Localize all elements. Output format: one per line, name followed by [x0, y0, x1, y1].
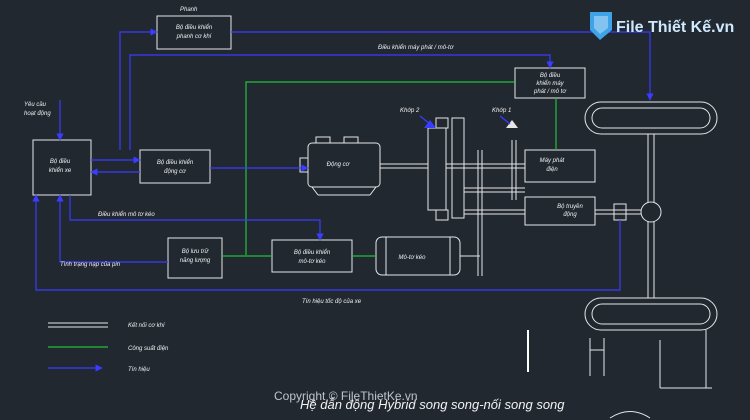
clutch-1-label: Khớp 1	[492, 108, 511, 114]
electric-power-lines	[222, 81, 557, 257]
svg-text:điện: điện	[546, 167, 558, 173]
svg-text:Mô-tơ kéo: Mô-tơ kéo	[399, 255, 427, 261]
drive-axle	[595, 134, 662, 298]
svg-text:động: động	[563, 212, 577, 218]
svg-text:khiển máy: khiển máy	[536, 80, 564, 87]
motor-controller-block: Bộ điều khiển mô-tơ kéo	[271, 239, 353, 273]
legend-mech-label: Kết nối cơ khí	[128, 322, 166, 329]
motor-control-line-label: Điều khiển mô tơ kéo	[98, 211, 155, 218]
svg-text:Bộ truyền: Bộ truyền	[557, 204, 583, 210]
clutch-2-label: Khớp 2	[400, 108, 420, 114]
svg-text:Máy phát: Máy phát	[540, 158, 565, 164]
rear-wheel	[584, 297, 718, 331]
svg-text:Bộ điều: Bộ điều	[50, 159, 71, 165]
svg-text:Bộ lưu trữ: Bộ lưu trữ	[182, 249, 210, 255]
partial-drawing-fragment	[527, 330, 712, 419]
legend-signal-label: Tín hiệu	[128, 367, 150, 373]
svg-text:mô-tơ kéo: mô-tơ kéo	[299, 259, 327, 265]
gearbox-assembly	[380, 117, 525, 276]
front-wheel	[584, 101, 718, 135]
svg-text:Bộ điều khiển: Bộ điều khiển	[176, 24, 213, 31]
traction-motor-block: Mô-tơ kéo	[375, 236, 480, 276]
clutch-2-symbol	[419, 115, 436, 128]
diagram-caption: Hệ dẫn động Hybrid song song-nối song so…	[300, 397, 565, 412]
svg-text:Động cơ: Động cơ	[327, 162, 351, 168]
svg-text:Bộ điều khiển: Bộ điều khiển	[157, 159, 194, 166]
brake-label: Phanh	[180, 7, 198, 13]
engine-controller-block: Bộ điều khiển động cơ	[139, 149, 211, 184]
svg-text:năng lượng: năng lượng	[180, 258, 211, 264]
engine-block: Động cơ	[299, 136, 381, 196]
svg-text:Bộ điều: Bộ điều	[540, 73, 561, 79]
svg-text:File Thiết Kế.vn: File Thiết Kế.vn	[616, 19, 734, 36]
svg-text:khiển xe: khiển xe	[49, 167, 72, 174]
site-logo: File Thiết Kế.vn	[590, 12, 734, 40]
transmission-block: Bộ truyền động	[524, 196, 596, 226]
operation-request-label-1: Yêu cầu	[24, 102, 47, 108]
vehicle-controller-block: Bộ điều khiển xe	[32, 139, 92, 196]
speed-signal-label: Tín hiệu tốc độ của xe	[302, 298, 362, 305]
svg-text:phanh cơ khí: phanh cơ khí	[176, 34, 213, 40]
battery-state-label: Tình trạng nạp của pin	[60, 261, 121, 268]
operation-request-label-2: hoạt động	[24, 111, 51, 117]
energy-storage-block: Bộ lưu trữ năng lượng	[167, 237, 223, 279]
legend-power-label: Công suất điện	[128, 345, 169, 352]
signal-lines	[32, 28, 654, 291]
generator-controller-block: Bộ điều khiển máy phát / mô tơ	[514, 67, 586, 99]
svg-text:Bộ điều khiển: Bộ điều khiển	[294, 249, 331, 256]
svg-text:phát / mô tơ: phát / mô tơ	[533, 89, 567, 95]
brake-controller-block: Bộ điều khiển phanh cơ khí	[156, 15, 232, 50]
generator-block: Máy phát điện	[524, 149, 596, 183]
svg-text:động cơ: động cơ	[164, 169, 187, 175]
copyright-watermark: Copyright © FileThietKe.vn	[274, 389, 418, 403]
clutch-1-symbol	[499, 115, 518, 128]
legend: Kết nối cơ khí Công suất điện Tín hiệu	[48, 322, 169, 373]
generator-control-line-label: Điều khiển máy phát / mô-tơ	[378, 44, 455, 51]
